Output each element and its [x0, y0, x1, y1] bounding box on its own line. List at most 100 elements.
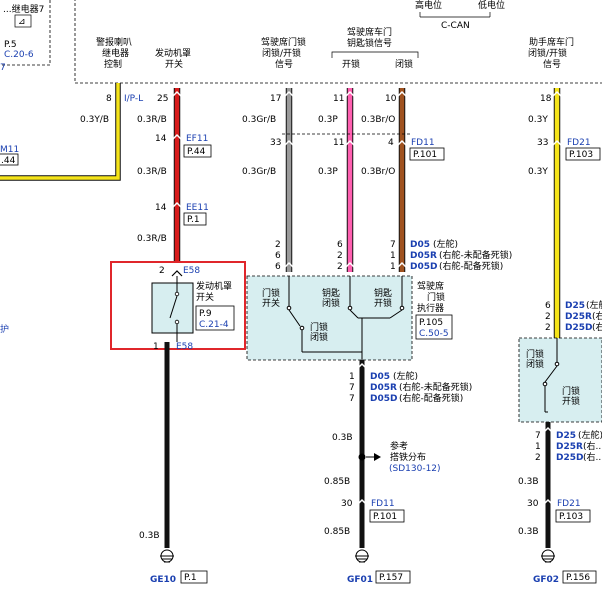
ee11-page: P.1: [187, 215, 200, 225]
mid-wire-upper: 0.3B: [332, 433, 353, 443]
pass-label-top-2: 闭锁: [526, 358, 544, 370]
highlight-box: [110, 261, 246, 350]
key-unlock-switch-2: 开锁: [374, 297, 392, 309]
ef11-page: P.44: [187, 147, 206, 157]
d25r-name: D25R: [565, 312, 592, 322]
key-open-pin-top: 11: [333, 94, 344, 104]
d25d-lower-note: (右...: [583, 451, 602, 463]
hood-wire-1: 0.3R/B: [137, 115, 167, 125]
mid-wire-bottom: 0.85B: [324, 527, 350, 537]
door-close-2: 闭锁: [310, 331, 328, 343]
d05-lower-pin-2: 7: [349, 383, 355, 393]
pass-act-pin-3: 2: [545, 323, 551, 333]
key-open-label: 开锁: [342, 58, 360, 70]
alarm-title-1: 警报喇叭: [96, 36, 132, 48]
ground-ref-1: 参考: [390, 440, 408, 452]
ef11-name: EF11: [186, 134, 208, 144]
driver-pin-33: 33: [270, 138, 281, 148]
hood-switch-box: [151, 282, 194, 334]
driver-pin-top: 17: [270, 94, 281, 104]
hood-title-2: 开关: [165, 58, 183, 70]
key-close-pin-top: 10: [385, 94, 397, 104]
d05-name: D05: [410, 240, 430, 250]
ge10-wire: 0.3B: [139, 531, 160, 541]
ge10-page: P.1: [184, 573, 197, 583]
d05-lower-pin-3: 7: [349, 394, 355, 404]
pass-title-2: 闭锁/开锁: [528, 47, 567, 59]
d25d-lower-name: D25D: [556, 453, 583, 463]
hood-wire-2: 0.3R/B: [137, 167, 167, 177]
passenger-actuator-panel: [518, 337, 602, 423]
hood-wire-3: 0.3R/B: [137, 234, 167, 244]
door-close-1: 门锁: [310, 321, 328, 333]
d05r-note: (右舵-未配备死锁): [439, 249, 512, 261]
door-lock-switch-1: 门锁: [262, 287, 280, 299]
fd21-top-name: FD21: [567, 138, 591, 148]
driver-d05-pin-2: 6: [275, 251, 281, 261]
left-connector: M11: [0, 145, 19, 155]
gf01-name: GF01: [347, 575, 373, 585]
e58-pin-bot: 1: [153, 342, 159, 352]
key-close-label: 闭锁: [395, 58, 413, 70]
actuator-ref: C.50-5: [419, 329, 449, 339]
d25-lower-name: D25: [556, 431, 576, 441]
key-open-d05-pin-3: 2: [337, 262, 343, 272]
pass-pin-33: 33: [537, 138, 548, 148]
gf02-ground-icon: [541, 549, 555, 563]
mid-wire-lower: 0.85B: [324, 477, 350, 487]
driver-wire-2: 0.3Gr/B: [242, 167, 276, 177]
key-close-pin-33: 4: [388, 138, 394, 148]
driver-d05-pin-3: 6: [275, 262, 281, 272]
left-edge-label: 护: [0, 323, 9, 335]
e58-name-bot: E58: [176, 342, 193, 352]
ge10-name: GE10: [150, 575, 176, 585]
hood-box-label-2: 开关: [196, 291, 214, 303]
key-lock-switch-2: 闭锁: [322, 297, 340, 309]
driver-door-title-2: 闭锁/开锁: [262, 47, 301, 59]
gf02-page: P.156: [566, 573, 590, 583]
d25d-name: D25D: [565, 323, 592, 333]
key-close-d05-pin-1: 7: [390, 240, 396, 250]
alarm-connector: I/P-L: [124, 94, 143, 104]
pass-label-bot-1: 门锁: [562, 385, 580, 397]
fd21-top-page: P.103: [569, 150, 593, 160]
hood-pin: 25: [157, 94, 168, 104]
bus-low-label: 低电位: [478, 0, 505, 11]
yellow-wire-alarm: [0, 83, 120, 180]
driver-wire-1: 0.3Gr/B: [242, 115, 276, 125]
actuator-title-3: 执行器: [417, 302, 444, 314]
splice-dot: [358, 453, 366, 461]
fd21-bot-name: FD21: [557, 499, 581, 509]
key-open-d05-pin-1: 6: [337, 240, 343, 250]
d05-note: (左舵): [433, 238, 458, 250]
pass-act-pin-1: 6: [545, 301, 551, 311]
d05d-lower-name: D05D: [370, 394, 397, 404]
top-left-ref: C.20-6: [4, 50, 34, 60]
driver-door-title-1: 驾驶席门锁: [261, 36, 306, 48]
gf01-page: P.157: [379, 573, 403, 583]
d05d-note: (右舵-配备死锁): [439, 260, 503, 272]
actuator-title-1: 驾驶席: [417, 280, 444, 292]
ground-ref-2: 搭铁分布: [390, 451, 426, 463]
gf02-name: GF02: [533, 575, 559, 585]
top-left-label: ...继电器7: [3, 3, 44, 15]
key-open-pin-33: 11: [333, 138, 344, 148]
pass-wire-1: 0.3Y: [528, 115, 548, 125]
d05-lower-name: D05: [370, 372, 390, 382]
top-left-box: [0, 0, 51, 66]
hood-box-ref: C.21-4: [199, 320, 229, 330]
pass-act-pin-2: 2: [545, 312, 551, 322]
alarm-wire-spec: 0.3Y/B: [80, 115, 109, 125]
gf01-ground-icon: [355, 549, 369, 563]
d25d-note: (右...: [592, 321, 602, 333]
e58-name-top: E58: [183, 266, 200, 276]
d25r-note: (右...: [592, 310, 602, 322]
driver-door-title-3: 信号: [275, 58, 293, 70]
alarm-pin: 8: [106, 94, 112, 104]
d25-lower-pin-3: 2: [535, 453, 541, 463]
pass-wire-2: 0.3Y: [528, 167, 548, 177]
bus-name: C-CAN: [441, 21, 470, 31]
key-lock-switch-1: 钥匙: [322, 287, 340, 299]
ef11-pin: 14: [155, 134, 167, 144]
alarm-title-2: 继电器: [102, 47, 129, 59]
